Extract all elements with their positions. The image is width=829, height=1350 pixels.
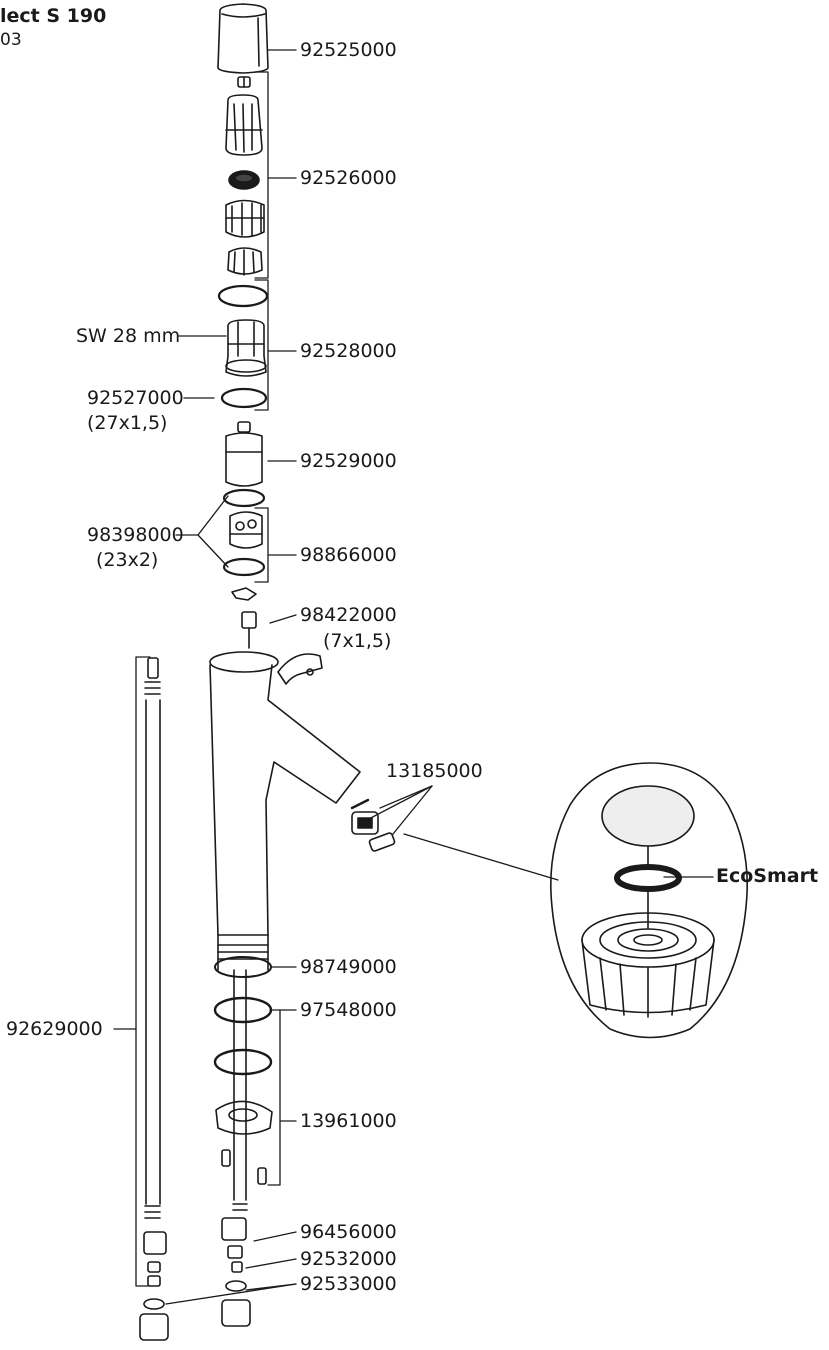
black-insert-shape (228, 170, 260, 190)
part-label-98422000: 98422000 (300, 604, 397, 626)
cartridge-shape (225, 421, 263, 487)
diagram-subtitle: 03 (0, 30, 22, 50)
part-label-92529000: 92529000 (300, 450, 397, 472)
part-label-98749000: 98749000 (300, 956, 397, 978)
part-label-92526000: 92526000 (300, 167, 397, 189)
part-label-98866000: 98866000 (300, 544, 397, 566)
cage-ring-shape (225, 199, 265, 238)
part-label-92528000: 92528000 (300, 340, 397, 362)
ecosmart-detail (550, 762, 748, 1039)
shaft-shape (241, 611, 257, 649)
clip-shape (231, 587, 257, 601)
o-ring-shape (217, 284, 269, 308)
part-dim-92527000: (27x1,5) (87, 412, 168, 434)
part-label-92533000: 92533000 (300, 1273, 397, 1295)
part-label-92525000: 92525000 (300, 39, 397, 61)
part-label-92629000: 92629000 (6, 1018, 103, 1040)
gear-part-shape (227, 247, 263, 276)
aerator-small-parts (350, 798, 396, 852)
o-ring-23-upper-shape (222, 488, 266, 508)
hex-nut-shape (225, 319, 267, 377)
diagram-title: lect S 190 (0, 5, 107, 27)
part-dim-98422000: (7x1,5) (323, 630, 392, 652)
valve-part-shape (229, 511, 263, 549)
part-label-92527000: 92527000 (87, 387, 184, 409)
o-ring-23-lower-shape (222, 557, 266, 577)
part-label-98398000: 98398000 (87, 524, 184, 546)
wrench-clip-shape (277, 653, 323, 685)
small-screw-shape (237, 76, 251, 88)
part-label-97548000: 97548000 (300, 999, 397, 1021)
part-label-13961000: 13961000 (300, 1110, 397, 1132)
handle-cap-shape (217, 3, 269, 74)
part-label-92532000: 92532000 (300, 1248, 397, 1270)
o-ring-27-shape (220, 387, 268, 409)
part-label-13185000: 13185000 (386, 760, 483, 782)
mounting-washers (213, 956, 273, 1185)
part-dim-98398000: (23x2) (96, 549, 159, 571)
part-label-96456000: 96456000 (300, 1221, 397, 1243)
leader-lines (113, 49, 714, 1305)
supply-hose-left (139, 657, 169, 1341)
spline-adapter-shape (225, 94, 263, 156)
supply-hose-center (221, 969, 251, 1327)
ecosmart-label: EcoSmart (716, 865, 819, 887)
sw-size-label: SW 28 mm (76, 325, 181, 347)
tap-body-shape (209, 651, 361, 971)
